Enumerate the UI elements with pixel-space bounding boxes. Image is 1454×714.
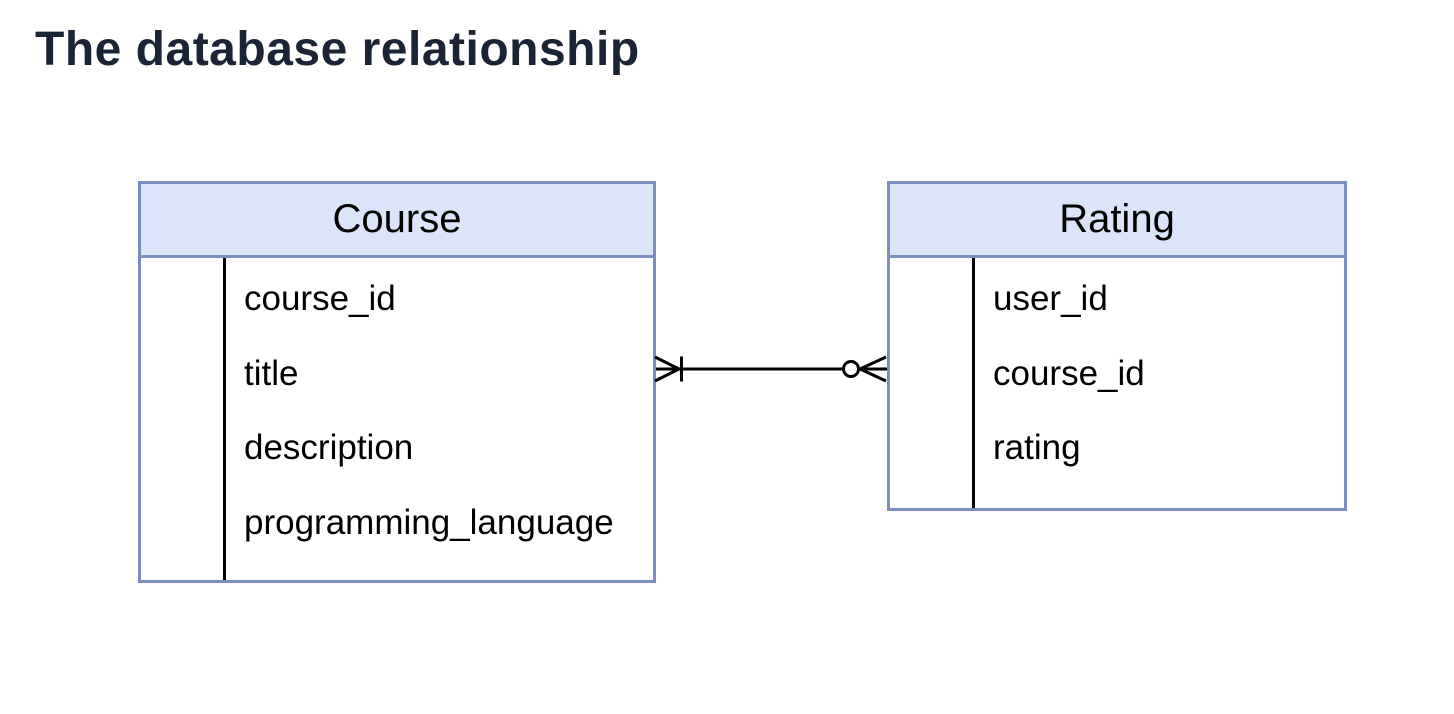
entity-rating-body: user_id course_id rating xyxy=(890,258,1344,508)
entity-course-fields: course_id title description programming_… xyxy=(226,258,653,580)
entity-course: Course course_id title description progr… xyxy=(138,181,656,583)
field-course-id: course_id xyxy=(244,279,396,319)
entity-rating-header: Rating xyxy=(890,184,1344,258)
entity-course-body: course_id title description programming_… xyxy=(141,258,653,580)
field-user-id: user_id xyxy=(993,279,1108,319)
page-title: The database relationship xyxy=(35,23,640,76)
cardinality-one-or-many-icon xyxy=(654,355,683,383)
entity-course-header: Course xyxy=(141,184,653,258)
field-rating-course-id: course_id xyxy=(993,353,1145,393)
entity-rating-key-column xyxy=(890,258,975,508)
field-title: title xyxy=(244,353,299,393)
field-description: description xyxy=(244,428,414,468)
field-programming-language: programming_language xyxy=(244,502,614,542)
entity-course-name: Course xyxy=(332,197,462,241)
field-rating: rating xyxy=(993,428,1081,468)
entity-rating-name: Rating xyxy=(1059,197,1175,241)
entity-course-key-column xyxy=(141,258,226,580)
entity-rating: Rating user_id course_id rating xyxy=(887,181,1347,511)
cardinality-zero-or-many-icon xyxy=(842,355,887,383)
entity-rating-fields: user_id course_id rating xyxy=(975,258,1344,508)
